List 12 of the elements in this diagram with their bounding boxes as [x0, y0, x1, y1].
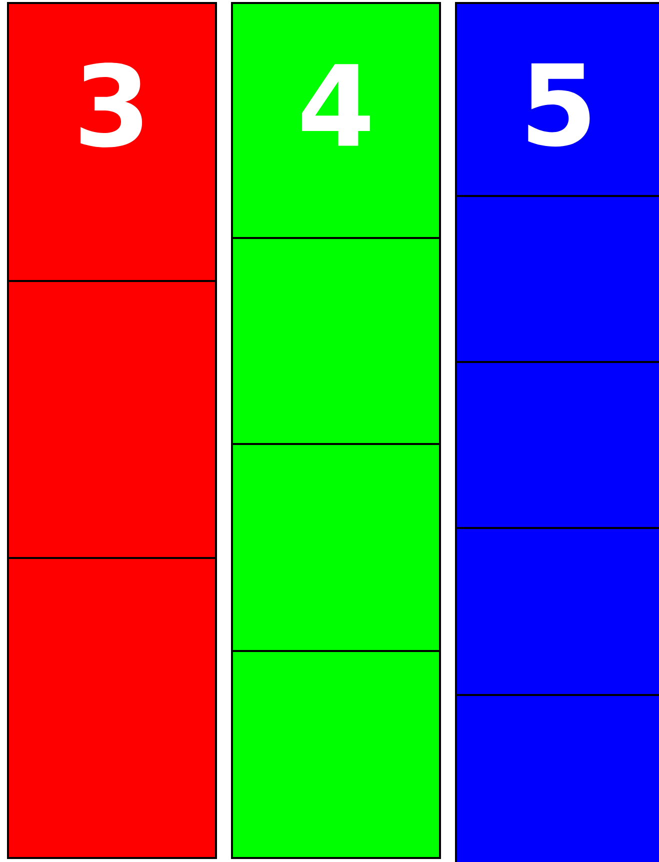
cell	[7, 280, 217, 559]
cell	[455, 195, 659, 363]
number-cell: 5	[455, 2, 659, 197]
cell	[455, 526, 659, 696]
number-cell: 3	[7, 2, 217, 282]
cell	[455, 361, 659, 529]
cell	[231, 442, 441, 652]
cell	[231, 237, 441, 445]
cell	[231, 650, 441, 859]
cell	[7, 557, 217, 859]
cell	[455, 694, 659, 862]
number-cell: 4	[231, 2, 441, 239]
